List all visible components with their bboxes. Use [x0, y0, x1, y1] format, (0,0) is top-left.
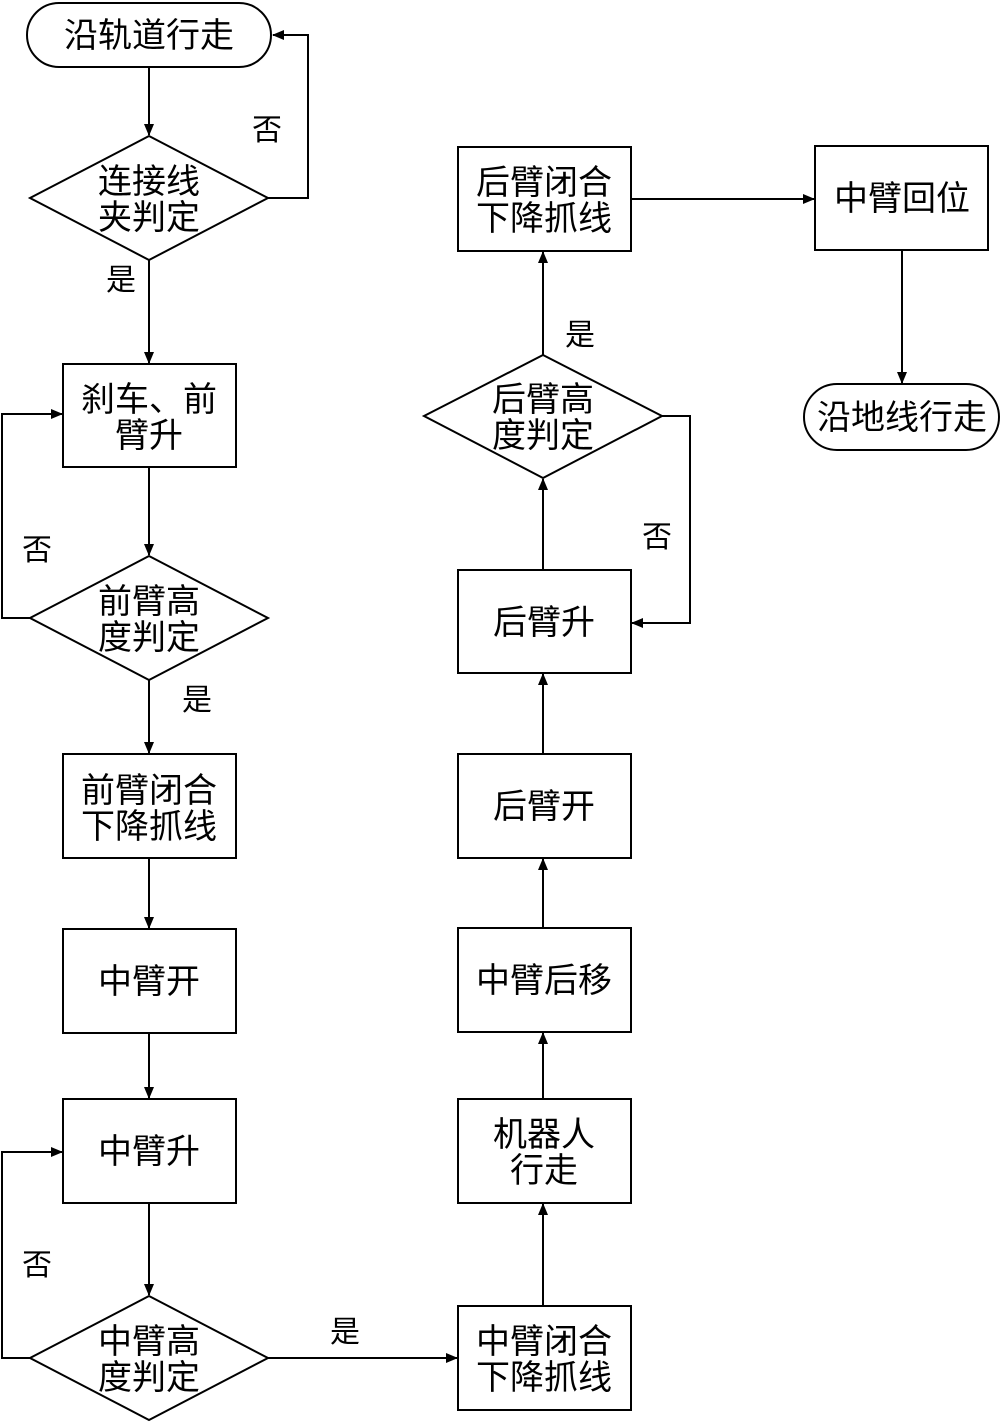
- mid-no-label: 否: [22, 1248, 52, 1283]
- rear-open-label: 后臂开: [493, 787, 595, 827]
- brake-front-up-label-line2: 臂升: [115, 416, 183, 456]
- end-terminal: [803, 383, 1000, 451]
- mid-back-label: 中臂后移: [476, 961, 612, 1001]
- front-close-label-line2: 下降抓线: [81, 807, 217, 847]
- arrow-front-no-loop: [1, 409, 63, 619]
- front-yes-label: 是: [182, 683, 212, 718]
- mid-close-label-line1: 中臂闭合: [476, 1322, 612, 1362]
- rear-close-label-line2: 下降抓线: [476, 199, 612, 239]
- arrow-clamp-no-loop: [268, 30, 309, 199]
- mid-close-box: [457, 1305, 632, 1411]
- mid-open-label: 中臂开: [98, 962, 200, 1002]
- end-terminal-label: 沿地线行走: [817, 398, 987, 438]
- rear-up-box: [457, 569, 632, 674]
- clamp-yes-label: 是: [106, 263, 136, 298]
- start-terminal-label: 沿轨道行走: [64, 16, 234, 56]
- mid-height-label-line2: 度判定: [98, 1358, 200, 1398]
- mid-up-box: [62, 1098, 237, 1204]
- mid-return-label: 中臂回位: [834, 179, 970, 219]
- rear-open-box: [457, 753, 632, 859]
- mid-up-label: 中臂升: [98, 1132, 200, 1172]
- robot-walk-label-line2: 行走: [510, 1151, 578, 1191]
- clamp-decision-label-line2: 夹判定: [98, 198, 200, 238]
- mid-close-label-line2: 下降抓线: [476, 1358, 612, 1398]
- rear-height-label-line2: 度判定: [492, 416, 594, 456]
- rear-yes-label: 是: [565, 318, 595, 353]
- rear-no-label: 否: [642, 520, 672, 555]
- rear-height-label-line1: 后臂高: [492, 380, 594, 420]
- robot-walk-box: [457, 1098, 632, 1204]
- front-height-label-line1: 前臂高: [98, 582, 200, 622]
- mid-height-decision: [27, 1294, 271, 1422]
- brake-front-up-box: [62, 363, 237, 468]
- front-close-label-line1: 前臂闭合: [81, 771, 217, 811]
- brake-front-up-label-line1: 刹车、前: [81, 380, 217, 420]
- front-close-box: [62, 753, 237, 859]
- mid-back-box: [457, 927, 632, 1033]
- rear-close-label-line1: 后臂闭合: [476, 163, 612, 203]
- clamp-no-label: 否: [252, 113, 282, 148]
- mid-open-box: [62, 928, 237, 1034]
- rear-up-label: 后臂升: [493, 603, 595, 643]
- mid-height-label-line1: 中臂高: [98, 1322, 200, 1362]
- arrow-mid-no-loop: [1, 1147, 63, 1359]
- front-height-label-line2: 度判定: [98, 618, 200, 658]
- mid-yes-label: 是: [330, 1315, 360, 1350]
- front-no-label: 否: [22, 533, 52, 568]
- clamp-decision-label-line1: 连接线: [98, 162, 200, 202]
- mid-return-box: [814, 145, 989, 251]
- arrow-rear-no-loop: [631, 415, 691, 628]
- robot-walk-label-line1: 机器人: [493, 1115, 595, 1155]
